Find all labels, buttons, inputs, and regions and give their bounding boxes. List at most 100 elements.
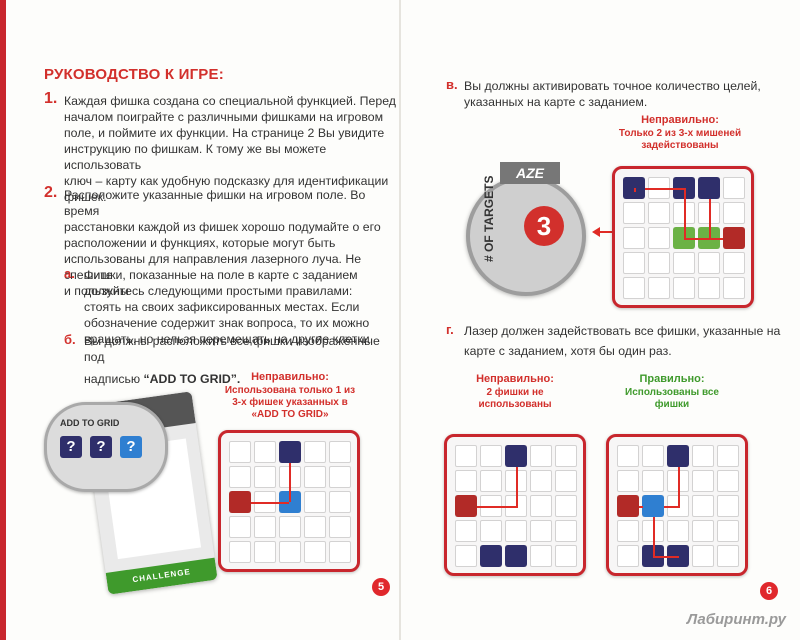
grid-cell [648,252,670,274]
grid-cell [717,520,739,542]
laser-beam [653,517,655,557]
text-line: фишек. [64,190,107,204]
text-line: 3-х фишек указанных в [232,397,348,408]
grid-cell [673,252,695,274]
grid-cell [648,277,670,299]
text-line: расстановки каждой из фишек хорошо подум… [64,220,381,234]
grid-cell [254,516,276,538]
game-board-right [606,434,748,576]
text-line: и пользуйтесь следующими простыми правил… [64,284,353,298]
grid-cell [329,491,351,513]
beam-splitter-icon [279,491,301,513]
text-line: фишки [654,399,690,410]
grid-cell [717,470,739,492]
grid-cell [667,520,689,542]
step-2-text: Расположите указанные фишки на игровом п… [64,187,404,299]
grid-cell [304,541,326,563]
text-line: Вы должны активировать точное количество… [464,79,761,93]
add-to-grid-mention: “ADD TO GRID”. [143,372,241,386]
text-line: Вы должны расположить все фишки изображё… [84,334,380,364]
watermark: Лабиринт.ру [686,611,786,628]
text-line: Расположите указанные фишки на игровом п… [64,188,366,218]
laser-beam [645,188,685,190]
rule-b-text: Вы должны расположить все фишки изображё… [84,333,400,387]
grid-cell [505,520,527,542]
text-line: надписью “ADD TO GRID”. [84,371,400,387]
rule-b-label: б. [64,332,76,347]
grid-cell [229,441,251,463]
grid-cell [717,495,739,517]
target-piece-icon [667,445,689,467]
question-piece-icon: ? [120,436,142,458]
grid-cell [455,470,477,492]
grid-cell [555,520,577,542]
grid-cell [530,470,552,492]
grid-cell [617,470,639,492]
text-line: инструкцию по фишкам. К тому же вы может… [64,142,327,172]
grid-cell [555,445,577,467]
wrong-caption-title: Неправильно: [476,373,554,385]
grid-cell [648,202,670,224]
laser-piece-icon [229,491,251,513]
grid-cell [617,520,639,542]
grid-cell [455,445,477,467]
laser-beam [684,238,723,240]
grid-cell [617,545,639,567]
grid-cell [723,177,745,199]
laser-beam [709,199,711,238]
target-piece-icon [505,445,527,467]
grid-cell [673,277,695,299]
grid-cell [555,495,577,517]
target-piece-icon [279,441,301,463]
unused-piece-icon [480,545,502,567]
targets-count: 3 [524,206,564,246]
game-board-wrong-2 [612,166,754,308]
add-to-grid-label: ADD TO GRID [60,418,120,428]
text-line: Каждая фишка создана со специальной функ… [64,94,396,108]
grid-cell [530,445,552,467]
grid-cell [698,277,720,299]
grid-cell [279,541,301,563]
text-span: надписью [84,372,144,386]
grid-cell [717,545,739,567]
target-piece-icon [698,177,720,199]
grid-cell [254,466,276,488]
laser-beam [678,467,680,508]
grid-cell [723,277,745,299]
text-line: использованы для направления лазерного л… [64,252,362,282]
grid-cell [229,541,251,563]
page-edge-accent [0,0,6,640]
laser-piece-icon [723,227,745,249]
grid-cell [329,441,351,463]
grid-cell [717,445,739,467]
grid-cell [329,516,351,538]
laser-beam [639,506,643,508]
grid-cell [480,445,502,467]
grid-cell [254,541,276,563]
grid-cell [480,520,502,542]
card-footer: CHALLENGE [105,557,218,595]
text-line: Только 2 из 3-х мишеней [618,128,742,139]
rule-v-text: Вы должны активировать точное количество… [464,78,784,110]
rule-g-label: г. [446,322,454,337]
page-fold [399,0,401,640]
unused-piece-icon [505,545,527,567]
wrong-caption-text: 2 фишки не использованы [460,387,570,411]
grid-cell [692,545,714,567]
laser-beam [477,506,517,508]
grid-cell [555,470,577,492]
grid-cell [623,202,645,224]
rule-g-text: Лазер должен задействовать все фишки, ук… [464,323,784,359]
grid-cell [648,227,670,249]
laser-beam [653,556,679,558]
laser-beam [251,502,289,504]
left-page: РУКОВОДСТВО К ИГРЕ: 1. Каждая фишка созд… [44,66,400,596]
step-2-number: 2. [44,184,58,201]
grid-cell [555,545,577,567]
card-brand-fragment: AZE [500,162,560,184]
text-line: указанных на карте с заданием. [464,95,648,109]
grid-cell [304,491,326,513]
arrow-left-icon [592,227,600,237]
page-title: РУКОВОДСТВО К ИГРЕ: [44,66,224,83]
laser-beam [684,188,686,238]
